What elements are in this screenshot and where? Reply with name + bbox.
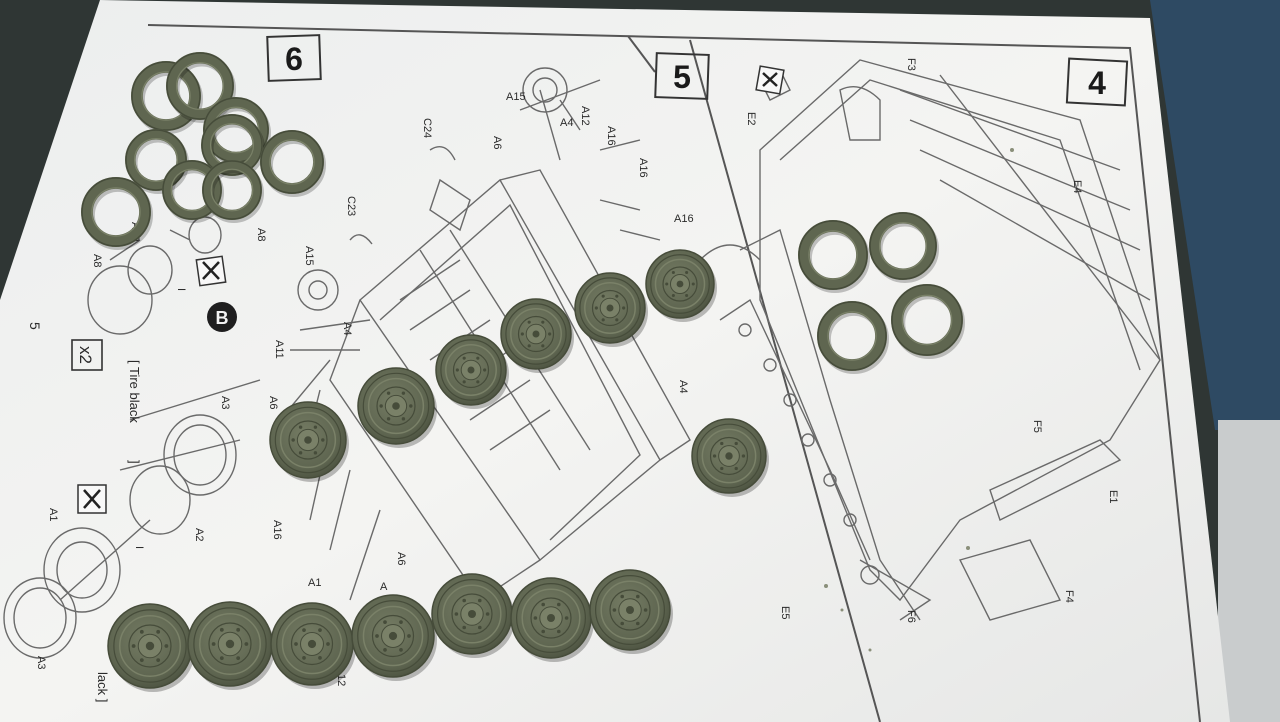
step-number-6: 6 [285,41,303,77]
label-a15: A15 [506,91,526,103]
tire-rings [80,51,965,375]
label-f4: F4 [1063,590,1075,603]
label-c23: C23 [345,196,357,216]
label-a1-left: A1 [47,508,59,521]
road-wheel [435,334,509,409]
step-box-4: 4 [1065,57,1129,107]
label-a4: A4 [560,117,573,129]
label-a16-mid: A16 [637,158,649,178]
label-f5: F5 [1031,420,1043,433]
tire-ring [80,176,153,250]
label-e1: E1 [1107,490,1119,503]
road-wheel [691,418,769,497]
tire-ring [869,211,940,283]
road-wheel [645,249,717,322]
road-wheel [589,569,673,654]
cutting-mat [1150,0,1280,430]
paint-icon-left [77,484,107,514]
tire-ring [798,219,871,293]
step-number-5: 5 [673,59,691,95]
tire-ring [165,51,236,123]
hull-drawing-step5 [279,67,691,601]
label-a3-bottom: A3 [35,656,47,669]
badge-b: B [207,302,237,332]
tire-ring [202,160,265,224]
road-wheel [351,594,437,681]
tire-black-note-close: ] [127,460,142,464]
label-a3-mid: A3 [219,396,231,409]
label-a8-top: A8 [255,228,267,241]
multiplier-box: x2 [71,339,103,371]
tire-ring [162,160,225,224]
road-wheels [107,249,769,692]
road-wheel [574,272,648,347]
label-e2: E2 [745,112,757,125]
road-wheel [510,577,594,662]
tire-ring [130,60,203,134]
label-a8-left: A8 [91,254,103,267]
label-e4: E4 [1071,180,1083,193]
part-labels-step4: E2 F3 E4 F5 E1 F4 F6 E5 [745,58,1119,623]
tire-ring [201,114,266,180]
road-wheel [357,367,437,448]
label-i-mid: I [133,546,145,549]
label-a16-low: A16 [271,520,283,540]
tire-ring [260,130,327,198]
label-c24: C24 [421,118,433,138]
tire-ring [890,283,965,359]
label-a4-right: A4 [677,380,689,393]
label-12-low: 12 [335,674,347,686]
side-panel [1218,420,1280,722]
label-a11: A11 [273,340,285,359]
multiplier-label: x2 [76,346,95,364]
step-number-4: 4 [1088,65,1106,101]
label-f6: F6 [905,610,917,623]
label-a12: A12 [579,106,591,126]
debris [824,148,1014,652]
tire-black-note: [ Tire black [127,360,142,423]
label-f3: F3 [905,58,917,71]
label-i-top: I [175,288,187,291]
road-wheel [500,298,574,373]
hull-drawing-step4 [699,59,1161,621]
tire-ring [817,301,890,375]
label-a6-low: A6 [395,552,407,565]
road-wheel [107,603,195,692]
paint-icon-right [755,65,785,95]
label-a16-right: A16 [674,213,694,225]
step-box-6: 6 [266,34,322,82]
paint-icon-mid [195,255,227,287]
road-wheel [269,401,349,482]
road-wheel [187,601,275,690]
label-a16: A16 [605,126,617,146]
wheel-exploded-drawing [3,216,261,659]
label-a6-left: A6 [267,396,279,409]
label-a6: A6 [491,136,503,149]
label-e5: E5 [779,606,791,619]
label-a-partial: A [380,581,388,593]
road-wheel [270,602,356,689]
step-box-5: 5 [654,52,710,100]
badge-label: B [216,308,229,328]
label-a4-left: A4 [341,322,353,335]
tire-black-note-bottom: lack ] [95,672,110,702]
label-a2: A2 [193,528,205,541]
label-a1-low: A1 [308,577,321,589]
label-a15-left: A15 [303,246,315,266]
page-number: 5 [27,322,43,330]
panel-frames [147,24,1201,722]
